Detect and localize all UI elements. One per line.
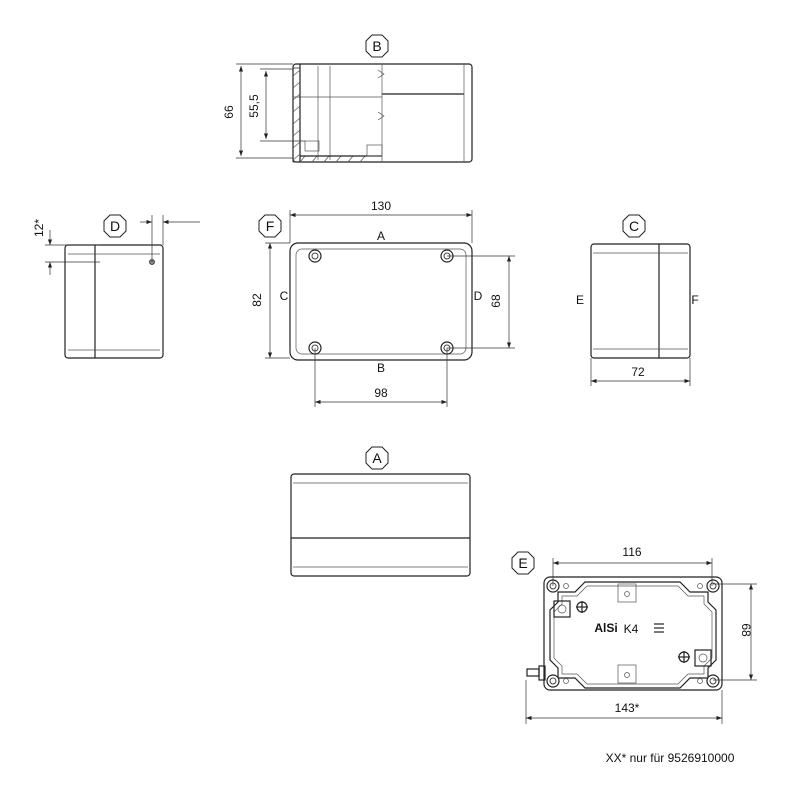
dim-68-f: 68 <box>489 294 503 308</box>
view-c-outline <box>590 243 691 359</box>
view-f: F 130 A B C D 82 68 98 <box>250 199 515 407</box>
dim-68-e: 68 <box>739 623 753 637</box>
marking-symbol <box>654 623 664 633</box>
marking-alsi: AlSi <box>594 621 617 635</box>
side-f: F <box>691 293 698 307</box>
dim-143: 143* <box>615 701 640 715</box>
side-e: E <box>576 293 584 307</box>
dim-72: 72 <box>631 365 645 379</box>
dim-130: 130 <box>371 199 391 213</box>
view-a-label: A <box>372 450 382 466</box>
view-d-outline <box>64 244 164 359</box>
side-a: A <box>377 229 385 243</box>
view-d: D 12* <box>32 214 200 359</box>
side-b: B <box>377 361 385 375</box>
dim-55-5: 55,5 <box>247 94 261 118</box>
marking-k4: K4 <box>624 622 639 636</box>
view-d-label: D <box>110 218 120 234</box>
dim-66: 66 <box>222 105 236 119</box>
view-f-outline <box>289 242 473 361</box>
view-a-outline <box>290 473 471 577</box>
view-e: E AlSi K4 116 68 143* <box>511 545 757 724</box>
view-b-label: B <box>372 38 381 54</box>
hatch <box>292 69 366 163</box>
view-f-label: F <box>266 218 275 234</box>
view-e-label: E <box>518 555 527 571</box>
view-a: A <box>290 446 471 577</box>
dim-98: 98 <box>374 386 388 400</box>
view-e-outline <box>543 576 723 691</box>
view-b-section-outline <box>292 63 473 163</box>
footnote: XX* nur für 9526910000 <box>606 751 735 765</box>
dim-12: 12* <box>32 219 46 237</box>
view-c: C E F 72 <box>576 214 699 386</box>
dim-116: 116 <box>622 545 641 559</box>
side-d: D <box>474 289 483 303</box>
dim-82: 82 <box>250 293 264 307</box>
side-c: C <box>280 289 289 303</box>
view-c-label: C <box>629 218 639 234</box>
view-b: B 66 55,5 <box>222 34 473 163</box>
